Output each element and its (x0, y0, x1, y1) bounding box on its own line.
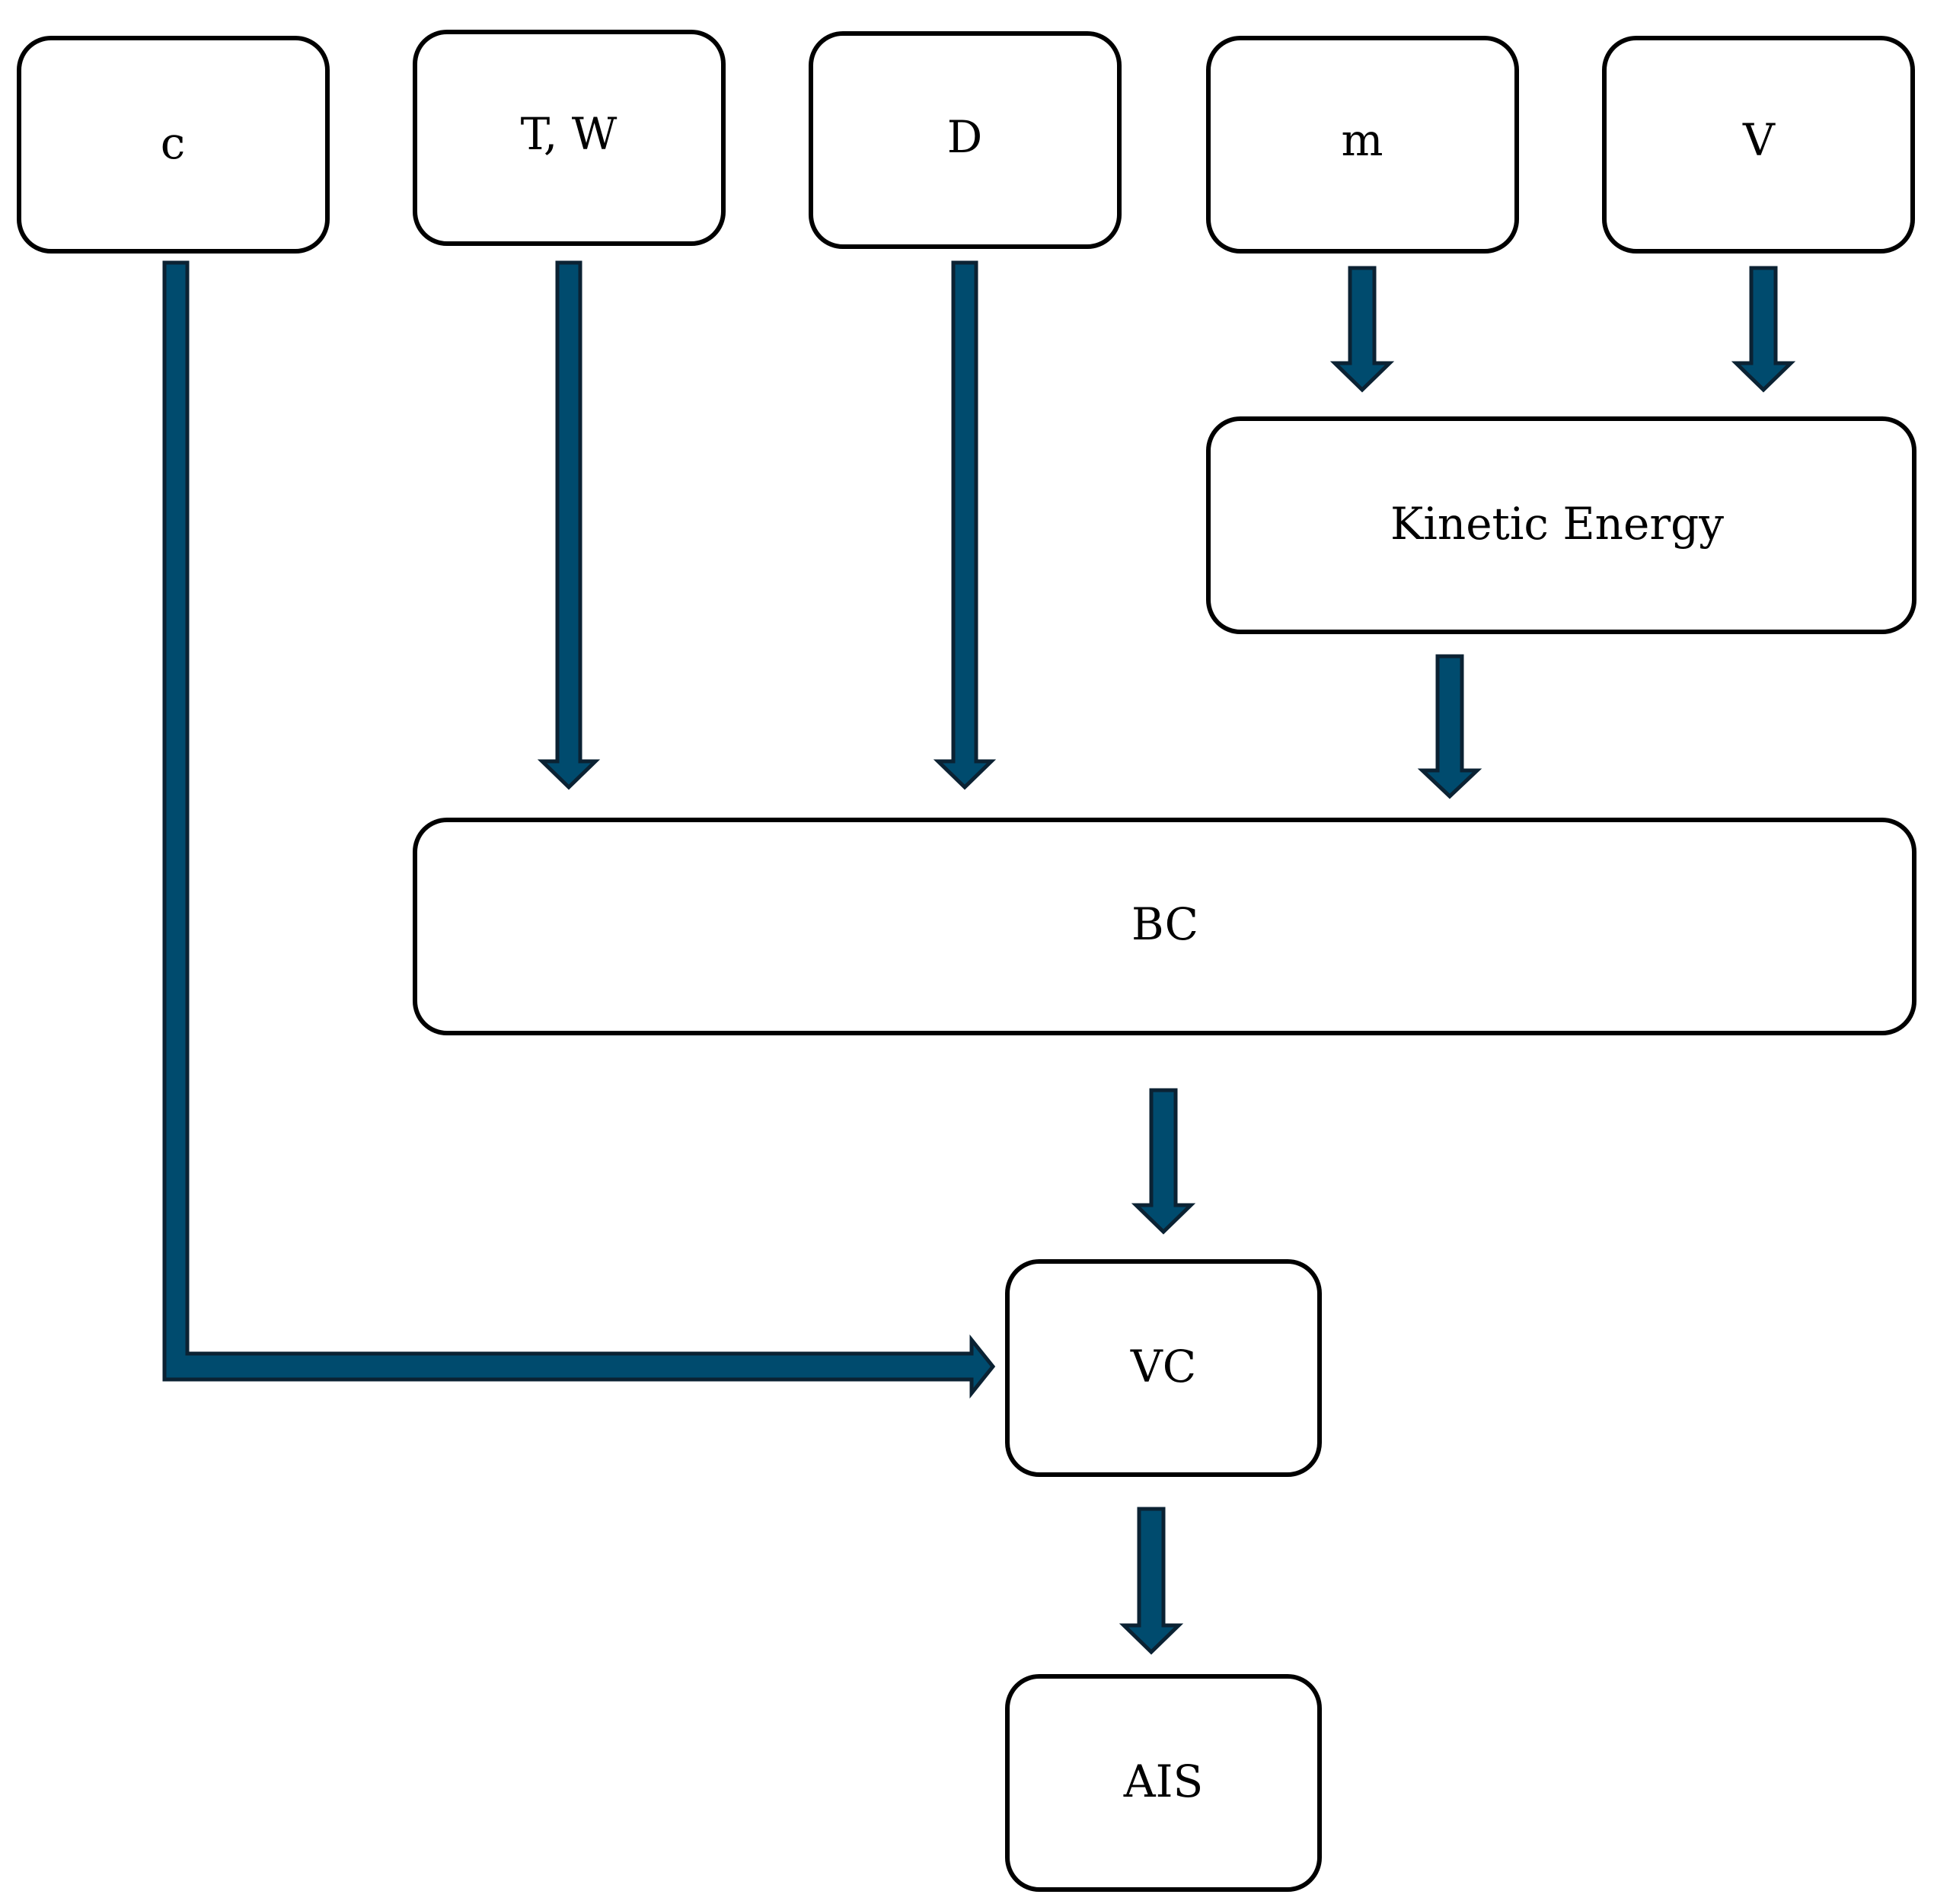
node-ais-box (1005, 1674, 1322, 1892)
node-m-label: m (1342, 114, 1383, 166)
arrow-vc-to-ais (1119, 1507, 1184, 1655)
node-c-box (17, 36, 330, 254)
node-bc: BC (413, 818, 1916, 1035)
node-kinetic-energy: Kinetic Energy (1206, 416, 1916, 634)
node-vc-box (1005, 1259, 1322, 1477)
node-ais-label: AIS (1123, 1756, 1204, 1807)
arrows (162, 260, 1796, 1655)
arrow-tw-to-bc (537, 260, 601, 790)
node-v: V (1602, 36, 1915, 254)
node-v-label: V (1742, 114, 1776, 166)
node-d: D (809, 31, 1122, 249)
node-m: m (1206, 36, 1519, 254)
node-tw-box (413, 30, 726, 246)
node-d-label: D (947, 111, 983, 163)
arrow-c-to-vc (162, 260, 996, 1399)
arrow-kinetic-energy-to-bc (1417, 654, 1482, 799)
node-c: c (17, 36, 330, 254)
node-vc-label: VC (1130, 1341, 1196, 1392)
arrow-bc-to-vc (1131, 1088, 1196, 1235)
node-vc: VC (1005, 1259, 1322, 1477)
node-d-box (809, 31, 1122, 249)
node-kinetic-energy-box (1206, 416, 1916, 634)
node-bc-box (413, 818, 1916, 1035)
node-tw: T, W (413, 30, 726, 246)
node-bc-label: BC (1131, 898, 1198, 950)
node-tw-label: T, W (521, 108, 618, 160)
node-kinetic-energy-label: Kinetic Energy (1390, 498, 1724, 550)
node-c-label: c (161, 117, 185, 169)
node-m-box (1206, 36, 1519, 254)
arrow-d-to-bc (933, 260, 997, 790)
arrow-m-to-kinetic-energy (1329, 266, 1395, 393)
arrow-v-to-kinetic-energy (1731, 266, 1796, 393)
node-ais: AIS (1005, 1674, 1322, 1892)
node-v-box (1602, 36, 1915, 254)
